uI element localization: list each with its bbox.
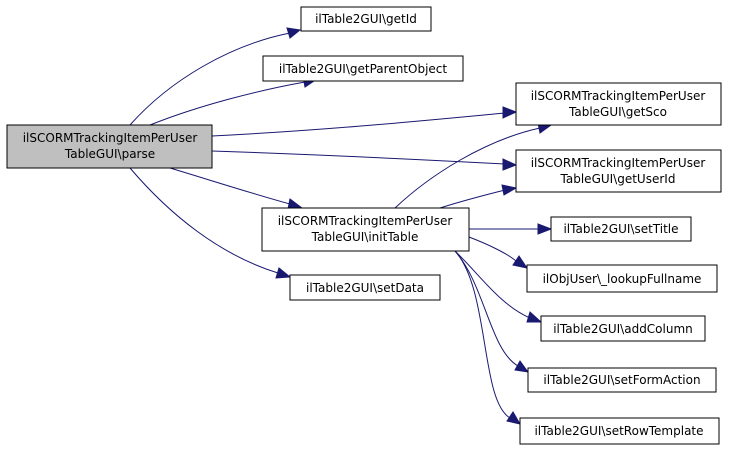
node-addColumn[interactable]: ilTable2GUI\addColumn [540,315,706,342]
edge-parse-getUserId [211,150,518,171]
edge-parse-getId [129,27,302,126]
node-setTitle[interactable]: ilTable2GUI\setTitle [550,216,692,242]
node-setRowTemplate[interactable]: ilTable2GUI\setRowTemplate [519,417,720,445]
node-getId-label: ilTable2GUI\getId [315,12,417,26]
node-getParentObject[interactable]: ilTable2GUI\getParentObject [262,55,464,82]
node-parse[interactable]: ilSCORMTrackingItemPerUser TableGUI\pars… [6,124,213,169]
edge-initTable-addColumn [454,250,543,323]
edge-parse-getParentObject [149,75,319,126]
edge-parse-setData [129,167,292,279]
node-getId[interactable]: ilTable2GUI\getId [300,6,432,32]
node-setData[interactable]: ilTable2GUI\setData [289,274,441,301]
node-setData-label: ilTable2GUI\setData [306,281,424,295]
node-setRowTemplate-label: ilTable2GUI\setRowTemplate [534,424,703,438]
node-setFormAction[interactable]: ilTable2GUI\setFormAction [527,367,717,393]
node-addColumn-label: ilTable2GUI\addColumn [553,322,693,336]
node-lookupFullname[interactable]: ilObjUser\_lookupFullname [526,264,718,293]
node-setFormAction-label: ilTable2GUI\setFormAction [543,373,700,387]
node-parse-line-1: ilSCORMTrackingItemPerUser [23,131,198,145]
node-getUserId-line-1: ilSCORMTrackingItemPerUser [531,156,706,170]
node-lookupFullname-label: ilObjUser\_lookupFullname [543,272,702,286]
edge-initTable-lookupFullname [468,236,529,269]
node-initTable[interactable]: ilSCORMTrackingItemPerUser TableGUI\init… [261,207,470,252]
edge-initTable-setRowTemplate [454,250,522,425]
node-parse-line-2: TableGUI\parse [64,147,155,161]
node-getSco[interactable]: ilSCORMTrackingItemPerUser TableGUI\getS… [515,82,722,126]
node-getSco-line-1: ilSCORMTrackingItemPerUser [531,89,706,103]
edge-parse-getSco [211,106,518,137]
node-getUserId[interactable]: ilSCORMTrackingItemPerUser TableGUI\getU… [515,149,722,193]
edge-initTable-getUserId [439,184,518,209]
node-initTable-line-2: TableGUI\initTable [311,230,419,244]
edge-parse-initTable [169,167,304,210]
node-setTitle-label: ilTable2GUI\setTitle [563,222,678,236]
node-getSco-line-2: TableGUI\getSco [568,105,667,119]
node-getParentObject-label: ilTable2GUI\getParentObject [279,62,447,76]
edge-initTable-setTitle [469,223,553,235]
node-getUserId-line-2: TableGUI\getUserId [560,172,676,186]
node-initTable-line-1: ilSCORMTrackingItemPerUser [278,214,453,228]
